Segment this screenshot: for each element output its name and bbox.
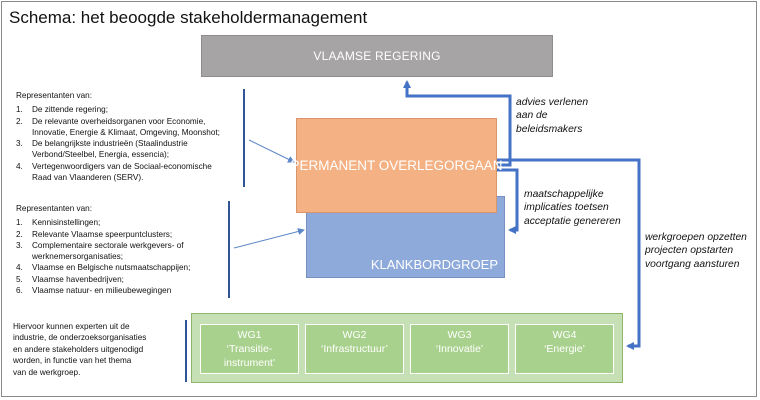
klankbordgroep-label: KLANKBORDGROEP bbox=[370, 257, 498, 272]
annotation-line: implicaties toetsen bbox=[524, 202, 609, 214]
werkgroep-1: WG1 ‘Transitie- instrument’ bbox=[200, 324, 299, 374]
list-text: Vlaamse havenbedrijven; bbox=[32, 274, 124, 284]
list-number: 1. bbox=[16, 105, 23, 115]
list-item: 6. Vlaamse natuur- en milieubewegingen bbox=[16, 285, 231, 296]
list-number: 2. bbox=[16, 116, 23, 126]
list-item: 2. De relevante overheidsorganen voor Eco… bbox=[16, 116, 246, 139]
wg-theme: ‘Transitie- bbox=[226, 343, 273, 355]
list-item: 1. De zittende regering; bbox=[16, 104, 246, 115]
wg-theme: ‘Innovatie’ bbox=[435, 343, 484, 355]
node-permanent-overlegorgaan: PERMANENT OVERLEGORGAAN bbox=[290, 118, 503, 213]
list-number: 5. bbox=[16, 274, 23, 284]
annotation-line: aan de bbox=[516, 110, 548, 122]
list-text: Vlaamse en Belgische nutsmaatschappijen; bbox=[32, 263, 191, 273]
expert-note: Hiervoor kunnen experten uit de industri… bbox=[13, 321, 183, 378]
list-number: 4. bbox=[16, 161, 23, 171]
annotation-line: advies verlenen bbox=[516, 97, 589, 108]
arrow-werkgroepen bbox=[497, 158, 641, 350]
arrow-advies bbox=[403, 80, 512, 167]
list-text: werknemersorganisaties; bbox=[32, 252, 124, 262]
note-line: Hiervoor kunnen experten uit de bbox=[13, 322, 130, 331]
wg-code: WG3 bbox=[447, 329, 472, 341]
list-number: 3. bbox=[16, 240, 23, 250]
list-heading: Representanten van: bbox=[16, 204, 93, 213]
list-number: 2. bbox=[16, 229, 23, 239]
wg-theme: ‘Energie’ bbox=[544, 343, 585, 355]
wg-theme: ‘Infrastructuur’ bbox=[321, 343, 388, 355]
pointer-to-klankbordgroep bbox=[233, 228, 305, 249]
annotation-line: acceptatie genereren bbox=[524, 215, 621, 227]
node-vlaamse-regering: VLAAMSE REGERING bbox=[201, 35, 553, 77]
werkgroep-2: WG2 ‘Infrastructuur’ bbox=[305, 324, 404, 374]
annotation-line: voortgang aansturen bbox=[645, 258, 740, 270]
list-item: 3. De belangrijkste industrieën (Staalind… bbox=[16, 138, 246, 161]
annotation-line: projecten opstarten bbox=[645, 245, 734, 257]
note-line: worden, in functie van het thema bbox=[13, 356, 132, 366]
list-text: Relevante Vlaamse speerpuntclusters; bbox=[32, 229, 173, 239]
list-text: Kennisinstellingen; bbox=[32, 218, 101, 228]
list-item: 1. Kennisinstellingen; bbox=[16, 217, 231, 228]
note-line: van de werkgroep. bbox=[13, 367, 81, 377]
list-item: 3. Complementaire sectorale werkgevers- o… bbox=[16, 240, 231, 263]
list-item: 5. Vlaamse havenbedrijven; bbox=[16, 274, 231, 285]
list-text: Verbond/Steelbel, Energia, essencia); bbox=[32, 150, 170, 160]
list-number: 6. bbox=[16, 286, 23, 296]
list-item: 4. Vertegenwoordigers van de Sociaal-econ… bbox=[16, 161, 246, 184]
diagram-title: Schema: het beoogde stakeholdermanagemen… bbox=[9, 8, 368, 27]
annotation-maatschappelijk: maatschappelijke implicaties toetsen acc… bbox=[524, 188, 621, 228]
wg-code: WG2 bbox=[342, 329, 367, 341]
list-text: Raad van Vlaanderen (SERV). bbox=[32, 173, 144, 183]
pointer-to-overlegorgaan bbox=[248, 139, 295, 163]
annotation-line: beleidsmakers bbox=[516, 123, 583, 135]
wg-code: WG1 bbox=[237, 329, 262, 341]
annotation-werkgroepen: werkgroepen opzetten projecten opstarten… bbox=[645, 231, 747, 271]
list-text: Vertegenwoordigers van de Sociaal-econom… bbox=[32, 161, 212, 171]
annotation-line: werkgroepen opzetten bbox=[645, 232, 747, 243]
list-number: 4. bbox=[16, 263, 23, 273]
arrow-maatschappelijk bbox=[497, 168, 519, 234]
wg-theme: instrument’ bbox=[223, 357, 276, 369]
werkgroep-3: WG3 ‘Innovatie’ bbox=[410, 324, 509, 374]
werkgroepen-band: WG1 ‘Transitie- instrument’ WG2 ‘Infrast… bbox=[191, 313, 623, 383]
werkgroep-4: WG4 ‘Energie’ bbox=[515, 324, 614, 374]
list-overlegorgaan: Representanten van: 1. De zittende regeri… bbox=[16, 90, 246, 183]
annotation-line: maatschappelijke bbox=[524, 189, 604, 200]
list-text: Vlaamse natuur- en milieubewegingen bbox=[32, 286, 172, 296]
list-heading: Representanten van: bbox=[16, 91, 93, 100]
list-text: De relevante overheidsorganen voor Econo… bbox=[32, 116, 206, 126]
list-number: 1. bbox=[16, 218, 23, 228]
list-text: De belangrijkste industrieën (Staalindus… bbox=[32, 139, 188, 149]
annotation-advies: advies verlenen aan de beleidsmakers bbox=[516, 96, 588, 136]
list-text: Innovatie, Energie & Klimaat, Omgeving, … bbox=[32, 127, 220, 137]
list-number: 3. bbox=[16, 139, 23, 149]
list-item: 2. Relevante Vlaamse speerpuntclusters; bbox=[16, 229, 231, 240]
list-text: Complementaire sectorale werkgevers- of bbox=[32, 240, 184, 250]
list-klankbordgroep: Representanten van: 1. Kennisinstellingen… bbox=[16, 203, 231, 296]
list-text: De zittende regering; bbox=[32, 105, 109, 115]
note-line: en andere stakeholders uitgenodigd bbox=[13, 344, 144, 354]
list-item: 4. Vlaamse en Belgische nutsmaatschappije… bbox=[16, 262, 231, 273]
wg-code: WG4 bbox=[552, 329, 577, 341]
note-line: industrie, de onderzoeksorganisaties bbox=[13, 333, 147, 343]
